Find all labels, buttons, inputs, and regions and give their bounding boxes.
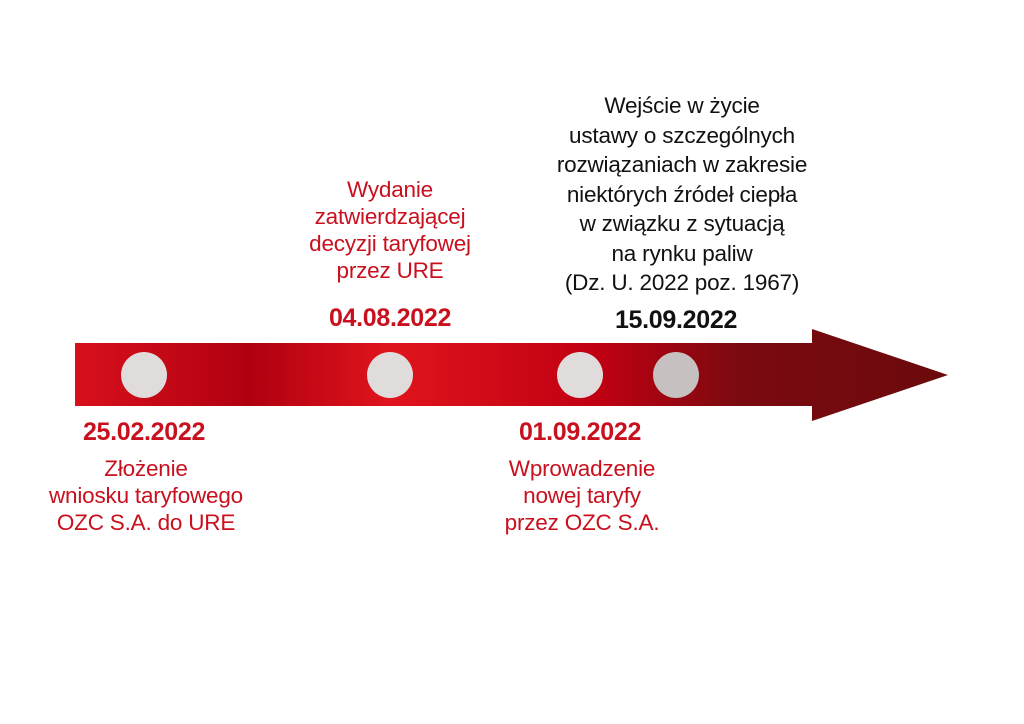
event-2-line-3: decyzji taryfowej — [309, 231, 471, 256]
timeline-marker-3 — [557, 352, 603, 398]
event-date-3: 01.09.2022 — [518, 418, 642, 446]
event-date-4: 15.09.2022 — [614, 306, 738, 334]
event-description-2: Wydanie zatwierdzającej decyzji taryfowe… — [309, 176, 471, 284]
event-date-1: 25.02.2022 — [82, 418, 206, 446]
event-description-1: Złożenie wniosku taryfowego OZC S.A. do … — [49, 455, 243, 536]
arrow-shape — [75, 329, 948, 421]
event-description-3: Wprowadzenie nowej taryfy przez OZC S.A. — [505, 455, 660, 536]
event-4-line-4: niektórych źródeł ciepła — [566, 181, 798, 207]
event-4-line-3: rozwiązaniach w zakresie — [556, 152, 808, 177]
timeline-marker-1 — [121, 352, 167, 398]
event-1-line-1: Złożenie — [104, 456, 188, 481]
event-2-line-4: przez URE — [336, 258, 444, 283]
event-3-line-2: nowej taryfy — [523, 483, 641, 508]
event-4-line-5: w związku z sytuacją — [579, 211, 785, 236]
event-2-line-1: Wydanie — [347, 177, 433, 202]
event-1-line-3: OZC S.A. do URE — [56, 510, 236, 535]
event-3-line-1: Wprowadzenie — [508, 456, 656, 481]
event-date-2: 04.08.2022 — [328, 304, 452, 332]
timeline-marker-2 — [367, 352, 413, 398]
event-4-line-2: ustawy o szczególnych — [569, 122, 795, 148]
event-4-line-7: (Dz. U. 2022 poz. 1967) — [564, 270, 800, 295]
event-2-line-2: zatwierdzającej — [314, 204, 466, 229]
event-1-line-2: wniosku taryfowego — [48, 483, 244, 508]
event-3-line-3: przez OZC S.A. — [504, 510, 660, 535]
event-description-4: Wejście w życie ustawy o szczególnych ro… — [556, 91, 808, 298]
event-4-line-1: Wejście w życie — [604, 93, 760, 118]
event-4-line-6: na rynku paliw — [611, 240, 753, 266]
timeline-marker-4 — [653, 352, 699, 398]
